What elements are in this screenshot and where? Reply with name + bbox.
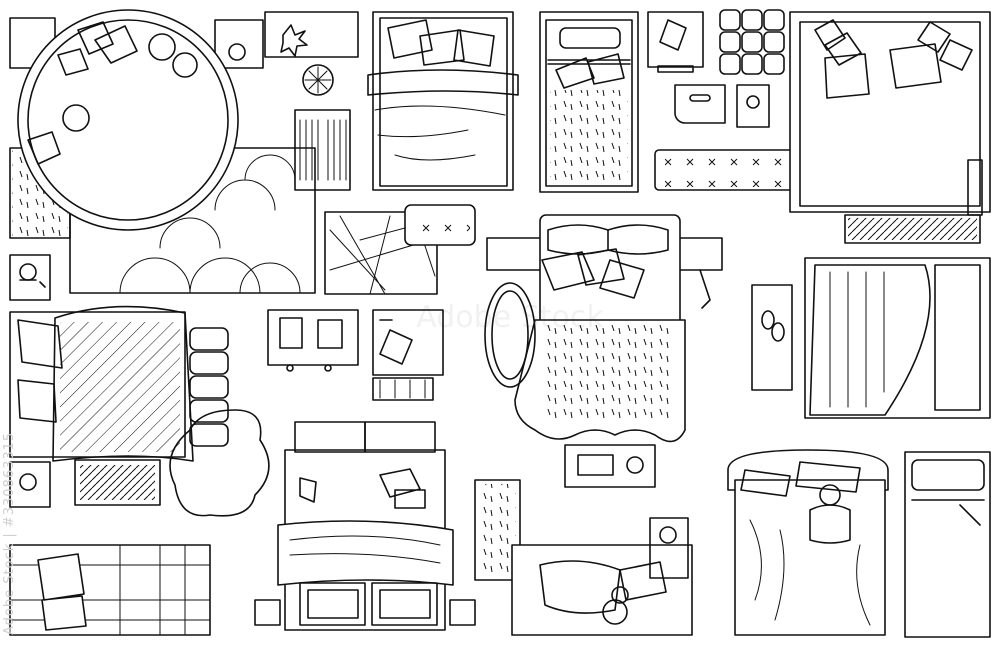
nightstand-icon	[648, 12, 703, 72]
fur-rug-icon	[170, 410, 269, 516]
person-sleeping-icon	[728, 450, 888, 635]
nightstand-right-icon	[215, 20, 263, 68]
teddy-bear-icon	[512, 518, 692, 635]
tv-stand-icon	[565, 445, 655, 487]
ottoman-icon	[720, 10, 784, 74]
rug-icon	[325, 212, 437, 294]
nightstand-flower-icon	[10, 255, 50, 300]
bench-icon	[655, 150, 795, 190]
single-bed-icon	[540, 12, 638, 192]
ottoman-column-icon	[190, 328, 228, 446]
watermark-vertical: Adobe Stock | #330863315	[2, 431, 17, 635]
mat-icon	[75, 460, 160, 505]
bottom-nightstand-icon	[10, 462, 50, 507]
footstool-icon	[405, 205, 475, 245]
blanket-bed-icon	[805, 258, 990, 418]
round-bed-icon	[10, 10, 315, 293]
plaid-bed-icon	[10, 545, 210, 635]
laundry-basket-icon	[268, 310, 358, 371]
center-bed-icon	[485, 215, 722, 441]
single-bed-right-icon	[905, 452, 990, 637]
bottom-double-bed-icon	[255, 422, 475, 630]
flower-pot-icon	[265, 12, 358, 95]
king-bed-icon	[790, 12, 990, 243]
quilted-bed-icon	[10, 307, 193, 461]
wardrobe-icon	[373, 310, 443, 400]
side-table-icon	[675, 85, 769, 127]
slippers-icon	[752, 285, 792, 390]
double-bed-icon	[368, 12, 518, 190]
radiator-icon	[295, 110, 350, 190]
runner-rug-icon	[475, 480, 520, 580]
